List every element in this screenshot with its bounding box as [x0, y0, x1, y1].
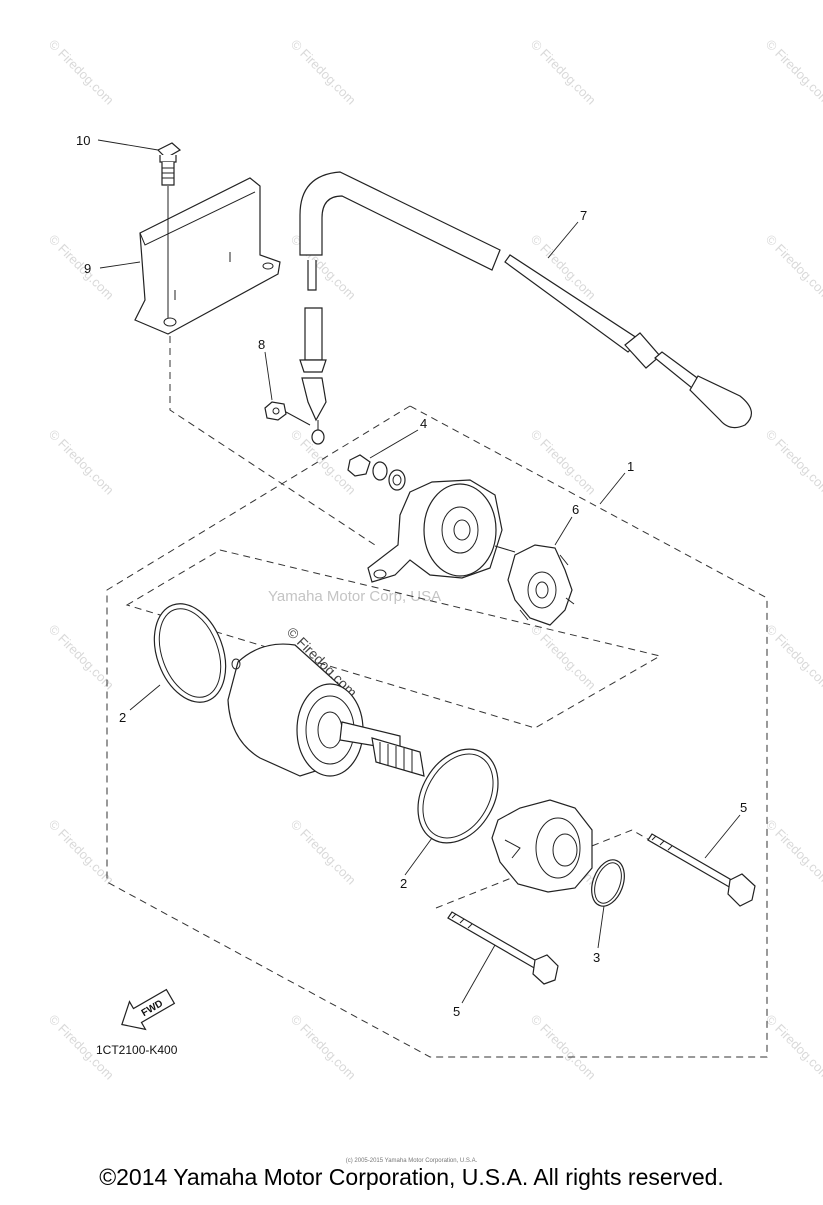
- callout-label: 5: [740, 800, 747, 815]
- o-ring-part: [153, 603, 227, 703]
- fine-print: (c) 2005-2015 Yamaha Motor Corporation, …: [345, 1158, 478, 1164]
- o-ring-part: [417, 748, 499, 844]
- assembly-outline: [106, 300, 768, 1058]
- callout-label: 10: [76, 133, 90, 148]
- watermark: © Firedog.com: [528, 1012, 599, 1083]
- watermark: © Firedog.com: [288, 817, 359, 888]
- watermark: © Firedog.com: [763, 1012, 823, 1083]
- callout-numbers: 10 9 8 4 7 1 6 2 2 3 5 5: [76, 133, 747, 1019]
- callout-label: 9: [84, 261, 91, 276]
- watermark: © Firedog.com: [763, 232, 823, 303]
- watermark: © Firedog.com: [528, 622, 599, 693]
- watermark: © Firedog.com: [528, 37, 599, 108]
- callout-label: 5: [453, 1004, 460, 1019]
- watermark: © Firedog.com: [763, 427, 823, 498]
- callout-label: 8: [258, 337, 265, 352]
- watermark: © Firedog.com: [528, 427, 599, 498]
- watermark: © Firedog.com: [288, 1012, 359, 1083]
- callout-label: 3: [593, 950, 600, 965]
- watermark: © Firedog.com: [763, 622, 823, 693]
- motor-yoke-part: [227, 643, 425, 777]
- callout-label: 2: [119, 710, 126, 725]
- copyright-footer: ©2014 Yamaha Motor Corporation, U.S.A. A…: [99, 1164, 724, 1190]
- watermark: © Firedog.com: [288, 232, 359, 303]
- small-o-ring-part: [591, 859, 625, 907]
- watermark: © Firedog.com: [763, 817, 823, 888]
- leader-lines: [97, 139, 741, 1004]
- callout-label: 4: [420, 416, 427, 431]
- washer-set-part: [347, 454, 406, 491]
- center-watermark: Yamaha Motor Corp, USA: [268, 588, 441, 605]
- callout-label: 1: [627, 459, 634, 474]
- callout-label: 7: [580, 208, 587, 223]
- watermark: © Firedog.com: [46, 817, 117, 888]
- watermark: © Firedog.com: [288, 37, 359, 108]
- watermark: © Firedog.com: [46, 427, 117, 498]
- forward-arrow-icon: FWD: [121, 988, 176, 1031]
- bracket-part: [134, 177, 281, 335]
- through-bolt-part: [447, 911, 559, 985]
- diagram-code: 1CT2100-K400: [96, 1043, 178, 1057]
- watermark: © Firedog.com: [46, 37, 117, 108]
- through-bolt-part: [647, 833, 756, 907]
- front-cover-part: [367, 479, 503, 583]
- bolt-part: [156, 142, 182, 318]
- callout-label: 2: [400, 876, 407, 891]
- watermark: © Firedog.com: [46, 622, 117, 693]
- watermark: © Firedog.com: [763, 37, 823, 108]
- rear-cover-part: [491, 799, 593, 893]
- nut-part: [264, 401, 311, 426]
- brush-holder-part: [494, 544, 575, 626]
- callout-label: 6: [572, 502, 579, 517]
- starter-cable-part: [299, 171, 752, 445]
